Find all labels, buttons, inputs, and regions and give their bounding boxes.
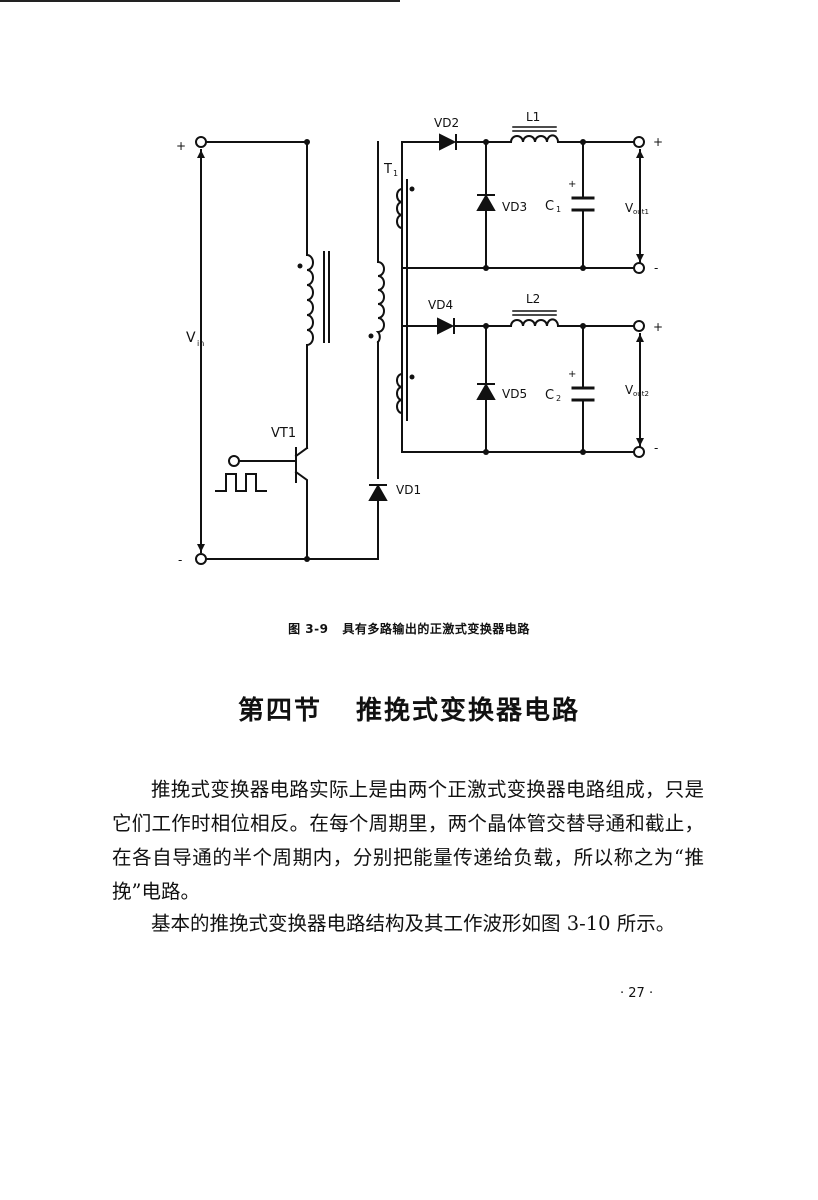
forward-converter-circuit-diagram: + - V in VT1 VD1 T 1 VD2 VD3 VD4 VD5 L1 …: [176, 110, 663, 567]
junction-dot: [483, 265, 489, 271]
vd5-diode: [476, 382, 496, 400]
vd2-diode: [439, 133, 457, 151]
page-number: · 27 ·: [620, 986, 654, 1001]
vout1-sub-label: out1: [633, 208, 649, 216]
vd4-label: VD4: [428, 298, 453, 312]
c2-plus-label: +: [568, 369, 576, 380]
vt1-label: VT1: [271, 426, 296, 441]
body-paragraph-1: 推挽式变换器电路实际上是由两个正激式变换器电路组成，只是它们工作时相位相反。在每…: [112, 778, 704, 903]
body-paragraph-2: 基本的推挽式变换器电路结构及其工作波形如图 3-10 所示。: [151, 912, 676, 935]
vd4-diode: [437, 317, 455, 335]
junction-dot: [580, 449, 586, 455]
vout1-label: V: [625, 201, 634, 215]
l1-core: [512, 126, 557, 132]
polarity-dot: [409, 186, 415, 192]
vout1-minus-label: -: [654, 261, 658, 275]
top-rule: [0, 0, 400, 2]
vout1-arrow-up: [636, 150, 644, 158]
l2-coil: [509, 318, 560, 328]
transformer-core: [323, 251, 330, 343]
vin-arrow-up: [197, 150, 205, 158]
vout2-plus-label: +: [653, 320, 663, 334]
vd3-diode: [476, 193, 496, 211]
vin-minus-label: -: [178, 553, 182, 567]
l2-label: L2: [526, 292, 540, 306]
primary-winding: [305, 253, 314, 347]
t1-sub-label: 1: [393, 169, 398, 178]
vout1-plus-terminal: [633, 136, 645, 148]
section-title: 第四节 推挽式变换器电路: [0, 690, 818, 727]
vout2-label: V: [625, 383, 634, 397]
section-heading: 推挽式变换器电路: [356, 696, 581, 726]
polarity-dot: [409, 374, 415, 380]
vin-minus-terminal: [195, 553, 207, 565]
vt1-emitter: [294, 470, 308, 560]
input-pulse-waveform: [215, 473, 267, 492]
figure-caption-text: 具有多路输出的正激式变换器电路: [342, 622, 530, 636]
vt1-base-terminal: [228, 455, 240, 467]
vd5-label: VD5: [502, 387, 527, 401]
figure-caption-number: 图 3-9: [288, 622, 329, 636]
junction-dot: [580, 265, 586, 271]
secondary1-winding: [396, 187, 404, 230]
c1-plates: [571, 196, 595, 212]
junction-dot: [304, 556, 310, 562]
figure-caption: 图 3-9 具有多路输出的正激式变换器电路: [0, 620, 818, 637]
c2-label: C: [545, 388, 554, 403]
reset-winding: [375, 260, 385, 344]
c1-label: C: [545, 199, 554, 214]
junction-dot: [304, 139, 310, 145]
polarity-dot: [297, 263, 303, 269]
vin-plus-terminal: [195, 136, 207, 148]
l1-coil: [509, 134, 560, 144]
vin-sub-label: in: [197, 339, 204, 348]
junction-dot: [483, 139, 489, 145]
secondary-core: [401, 179, 408, 421]
junction-dot: [580, 139, 586, 145]
l2-core: [512, 310, 557, 316]
junction-dot: [483, 323, 489, 329]
vin-plus-label: +: [176, 139, 186, 153]
section-number: 第四节: [237, 696, 322, 726]
c2-sub-label: 2: [556, 394, 561, 403]
vin-label: V: [186, 330, 196, 346]
vout1-arrow-down: [636, 254, 644, 262]
l1-label: L1: [526, 110, 540, 124]
vd2-label: VD2: [434, 116, 459, 130]
vout2-plus-terminal: [633, 320, 645, 332]
vout1-plus-label: +: [653, 135, 663, 149]
vin-arrow-down: [197, 544, 205, 552]
vout2-minus-terminal: [633, 446, 645, 458]
c1-plus-label: +: [568, 179, 576, 190]
vout2-sub-label: out2: [633, 390, 649, 398]
junction-dot: [580, 323, 586, 329]
vout1-minus-terminal: [633, 262, 645, 274]
vout2-arrow-down: [636, 438, 644, 446]
t1-label: T: [383, 162, 392, 177]
vt1-collector: [294, 446, 309, 458]
c2-plates: [571, 386, 595, 402]
junction-dot: [483, 449, 489, 455]
vout2-arrow-up: [636, 334, 644, 342]
vd1-diode: [368, 483, 388, 501]
vd3-label: VD3: [502, 200, 527, 214]
c1-sub-label: 1: [556, 205, 561, 214]
polarity-dot: [368, 333, 374, 339]
vd1-label: VD1: [396, 483, 421, 497]
vout2-minus-label: -: [654, 441, 658, 455]
secondary2-winding: [396, 372, 404, 415]
